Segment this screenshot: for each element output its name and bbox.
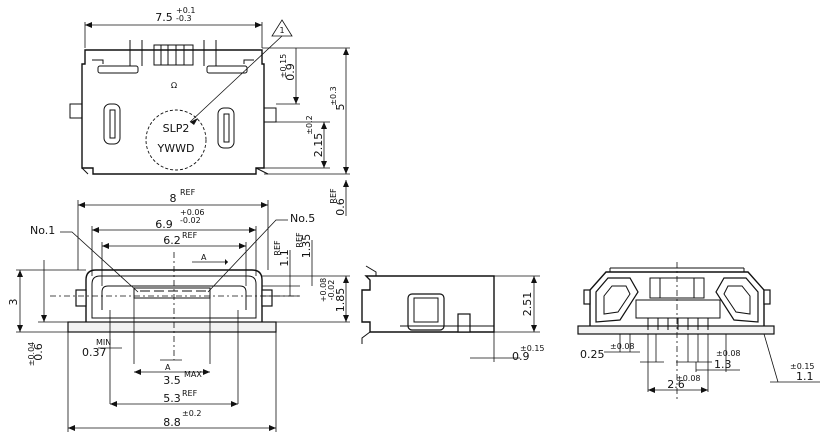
- dim-1-85-tol-plus: +0.08: [319, 278, 328, 303]
- label-no5: No.5: [290, 212, 315, 225]
- section-left-chamber: [595, 277, 639, 323]
- dim-1-3-line: [695, 334, 740, 372]
- dim-1-35-value: 1.35: [300, 234, 313, 259]
- dim-3-5-max: MAX: [184, 370, 202, 379]
- section-a-bottom: A: [165, 363, 171, 372]
- dim-0-6-front-value: 0.6: [32, 343, 45, 361]
- label-no1: No.1: [30, 224, 55, 237]
- dim-0-37-min: MIN: [96, 338, 111, 347]
- dim-6-9-tol-minus: -0.02: [180, 216, 201, 225]
- dim-6-9-value: 6.9: [155, 218, 173, 231]
- side-outline: [361, 275, 495, 333]
- section-base-plate: [577, 325, 775, 335]
- dim-2-15-line: [264, 121, 330, 169]
- top-slot-left: [97, 65, 139, 74]
- dim-7-5-tol-minus: -0.3: [176, 14, 192, 23]
- front-tongue: [133, 287, 211, 299]
- dim-1-1-section-tol: ±0.15: [790, 362, 815, 371]
- dim-6-9-line: [91, 226, 257, 276]
- dim-5-tol: ±0.3: [329, 86, 338, 105]
- dim-7-5-tol-plus: +0.1: [176, 6, 195, 15]
- dim-1-1-section-value: 1.1: [796, 370, 814, 383]
- side-peg: [407, 293, 445, 331]
- dim-0-6-top-value: 0.6: [334, 198, 347, 216]
- dim-1-85-value: 1.85: [334, 288, 347, 313]
- dim-1-3-value: 1.3: [714, 358, 732, 371]
- front-shell-inner: [91, 275, 257, 319]
- front-base-plate: [67, 321, 277, 333]
- section-contacts: [647, 318, 709, 330]
- dim-0-25-value: 0.25: [580, 348, 605, 361]
- dim-2-6-tol: ±0.08: [676, 374, 701, 383]
- right-peg: [217, 107, 235, 149]
- side-view: 2.51 0.9 ±0.15: [361, 265, 545, 363]
- dim-0-6-front-line: [38, 260, 68, 323]
- dim-0-25-tol: ±0.08: [610, 342, 635, 351]
- dim-8-8-tol: ±0.2: [182, 409, 201, 418]
- front-right-ear: [261, 289, 273, 307]
- label-no5-leader: [207, 219, 288, 293]
- marking-line2: YWWD: [157, 142, 195, 155]
- logo-mark: Ω: [171, 81, 177, 90]
- section-right-chamber: [715, 277, 759, 323]
- dim-6-2-value: 6.2: [163, 234, 181, 247]
- dim-1-35-ref: REF: [295, 232, 304, 248]
- dim-8-8-value: 8.8: [163, 416, 181, 429]
- marking-area: [145, 109, 207, 171]
- dim-7-5-value: 7.5: [155, 11, 173, 24]
- left-outer-tab: [69, 103, 82, 119]
- side-top-tab: [365, 265, 377, 276]
- dim-3-value: 3: [7, 299, 20, 306]
- top-center-contacts: [153, 44, 194, 66]
- top-tab-right: [203, 40, 217, 66]
- dim-5-3-ref: REF: [182, 389, 198, 398]
- left-peg: [103, 103, 121, 145]
- top-tab-left: [129, 40, 143, 66]
- dim-0-9-side-tol: ±0.15: [520, 344, 545, 353]
- top-view: SLP2 YWWD Ω 7.5 +0.1 -0.3 1 5 ±0.3 0.9 ±…: [69, 6, 350, 216]
- dim-1-85-tol-minus: -0.02: [327, 280, 336, 301]
- dim-2-51-value: 2.51: [521, 292, 534, 317]
- top-slot-right: [206, 65, 248, 74]
- section-contact-carrier: [635, 299, 721, 319]
- dim-2-15-value: 2.15: [312, 133, 325, 158]
- note-leader: [189, 35, 283, 123]
- dim-1-1-section-line: [763, 333, 820, 383]
- dim-7-5-line: [84, 22, 263, 48]
- dim-0-9-tol: ±0.15: [279, 54, 288, 79]
- section-view: 0.25 ±0.08 ±0.08 2.6 1.3 ±0.08 1.1 ±0.15: [577, 262, 820, 400]
- right-outer-tab: [264, 107, 277, 123]
- dim-0-9-side-value: 0.9: [512, 350, 530, 363]
- dim-2-15-tol: ±0.2: [305, 115, 314, 134]
- top-view-outline: [81, 49, 265, 175]
- dim-0-9-side-line: [470, 332, 520, 362]
- dim-1-1-value: 1.1: [278, 249, 291, 267]
- dim-6-2-ref: REF: [182, 231, 198, 240]
- dim-0-25-line: [604, 334, 640, 353]
- side-small-tab: [457, 313, 471, 333]
- dim-8-ref: REF: [180, 188, 196, 197]
- dim-1-3-tol: ±0.08: [716, 349, 741, 358]
- dim-0-37-value: 0.37: [82, 346, 107, 359]
- dim-2-6-value: 2.6: [667, 378, 685, 391]
- dim-3-5-value: 3.5: [163, 374, 181, 387]
- dim-8-line: [77, 200, 269, 270]
- dim-8-value: 8: [170, 192, 177, 205]
- dim-0-9-value: 0.9: [284, 63, 297, 81]
- marking-line1: SLP2: [163, 122, 190, 135]
- dim-1-1-ref: REF: [273, 240, 282, 256]
- front-view: 8 REF 6.9 +0.06 -0.02 6.2 REF No.1 No.5 …: [7, 188, 350, 432]
- dim-6-2-line: [101, 242, 247, 286]
- label-no1-leader: [60, 231, 139, 293]
- front-left-ear: [75, 289, 87, 307]
- dim-2-6-line: [647, 334, 709, 392]
- dim-5-3-value: 5.3: [163, 392, 181, 405]
- section-a-top: A: [201, 253, 207, 262]
- dim-5-value: 5: [334, 104, 347, 111]
- dim-0-6-top-ref: REF: [329, 188, 338, 204]
- dim-6-9-tol-plus: +0.06: [180, 208, 205, 217]
- note-marker: 1: [279, 26, 284, 35]
- dim-0-6-front-tol: ±0.04: [27, 342, 36, 367]
